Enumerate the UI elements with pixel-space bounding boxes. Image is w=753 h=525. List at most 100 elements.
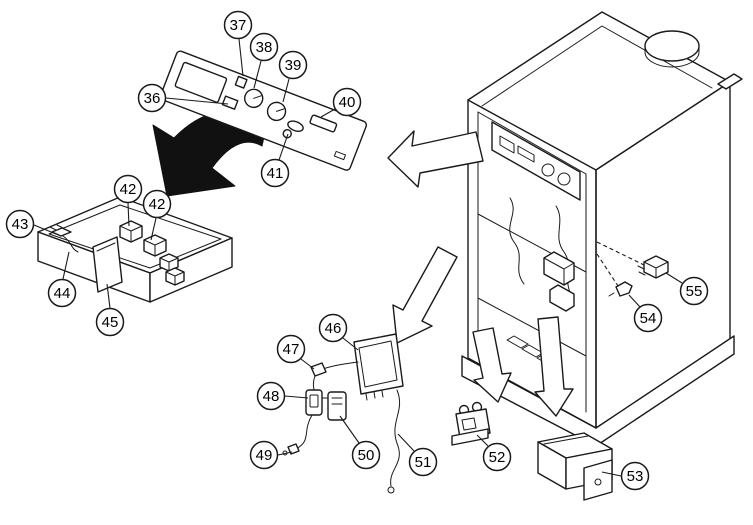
leader-40 bbox=[320, 108, 336, 118]
panel-led-41 bbox=[282, 129, 292, 139]
svg-text:38: 38 bbox=[256, 39, 273, 56]
callout-36: 36 bbox=[137, 83, 167, 113]
callout-41: 41 bbox=[260, 158, 290, 188]
knob-pointer-39 bbox=[276, 108, 285, 112]
svg-text:45: 45 bbox=[102, 314, 119, 331]
leader-46 bbox=[342, 337, 359, 351]
leader-47 bbox=[300, 358, 315, 370]
panel-knob-39 bbox=[266, 101, 287, 122]
flow-arrow-down-1 bbox=[472, 327, 512, 403]
callout-37: 37 bbox=[223, 10, 253, 40]
wire-connector-43 bbox=[49, 224, 72, 237]
leader-45 bbox=[106, 283, 111, 309]
wire-lead-44 bbox=[62, 235, 79, 253]
svg-text:47: 47 bbox=[283, 341, 300, 358]
svg-text:40: 40 bbox=[339, 94, 356, 111]
svg-text:55: 55 bbox=[686, 283, 703, 300]
box-right-wall bbox=[149, 237, 233, 303]
leader-41 bbox=[278, 133, 289, 161]
part-55-connector bbox=[637, 255, 669, 279]
part-47-wire-connector bbox=[310, 361, 359, 377]
panel-body bbox=[159, 50, 368, 171]
callout-43: 43 bbox=[5, 209, 35, 239]
panel-end-tab bbox=[333, 150, 346, 161]
callout-44: 44 bbox=[47, 278, 77, 308]
exhaust-collar bbox=[644, 30, 700, 62]
panel-display bbox=[174, 61, 228, 103]
flow-arrow-down-left bbox=[392, 246, 458, 344]
leader-48 bbox=[284, 395, 309, 399]
leader-42a bbox=[127, 202, 130, 227]
callout-45: 45 bbox=[95, 307, 125, 337]
top-corner-tab bbox=[717, 73, 743, 90]
flow-arrow-down-2 bbox=[534, 316, 574, 417]
part-50-switch bbox=[321, 391, 347, 421]
svg-text:42: 42 bbox=[120, 181, 137, 198]
callout-47: 47 bbox=[276, 334, 306, 364]
callout-55: 55 bbox=[679, 276, 709, 306]
leader-43 bbox=[33, 224, 57, 235]
cabinet-front-frame bbox=[467, 99, 597, 429]
svg-text:42: 42 bbox=[149, 196, 166, 213]
leader-50 bbox=[339, 415, 360, 444]
svg-text:48: 48 bbox=[263, 388, 280, 405]
callout-50: 50 bbox=[351, 440, 381, 470]
svg-text:50: 50 bbox=[358, 447, 375, 464]
relay-block-a bbox=[119, 220, 143, 243]
panel-slot-40 bbox=[309, 114, 338, 133]
part-54-clip bbox=[608, 281, 633, 297]
callout-54: 54 bbox=[633, 303, 663, 333]
panel-knob-38 bbox=[244, 88, 264, 109]
junction-box bbox=[37, 196, 233, 303]
leader-54 bbox=[628, 294, 641, 308]
callout-42b: 42 bbox=[142, 189, 172, 219]
callout-46: 46 bbox=[318, 313, 348, 343]
leader-52 bbox=[476, 434, 489, 447]
leader-38 bbox=[253, 60, 262, 89]
leader-55 bbox=[665, 272, 683, 284]
dashed-leaders bbox=[596, 241, 645, 290]
interior-components bbox=[543, 251, 575, 312]
leader-49 bbox=[277, 451, 293, 456]
callouts: 36 37 38 39 40 41 42 42 43 44 45 46 47 4… bbox=[5, 10, 709, 491]
mounting-bracket-45 bbox=[92, 236, 123, 293]
callout-39: 39 bbox=[278, 50, 308, 80]
svg-text:54: 54 bbox=[640, 310, 657, 327]
panel-oval-window bbox=[287, 120, 304, 132]
callout-42a: 42 bbox=[113, 174, 143, 204]
svg-text:53: 53 bbox=[627, 468, 644, 485]
part-52-valve bbox=[451, 401, 491, 446]
svg-text:36: 36 bbox=[144, 90, 161, 107]
leader-39 bbox=[282, 78, 290, 103]
svg-text:44: 44 bbox=[54, 285, 71, 302]
callout-49: 49 bbox=[249, 440, 279, 470]
interior-control-area bbox=[491, 121, 581, 201]
callout-52: 52 bbox=[482, 442, 512, 472]
svg-text:37: 37 bbox=[230, 17, 247, 34]
panel-button-37 bbox=[234, 75, 248, 89]
part-51-wire-harness bbox=[387, 389, 401, 494]
svg-text:39: 39 bbox=[285, 57, 302, 74]
callout-48: 48 bbox=[256, 381, 286, 411]
svg-text:41: 41 bbox=[267, 165, 284, 182]
leader-36 bbox=[165, 97, 229, 105]
part-53-component bbox=[537, 432, 613, 501]
part-48-switch bbox=[305, 375, 323, 416]
leader-37 bbox=[238, 38, 244, 77]
flow-arrow-left bbox=[387, 130, 484, 188]
svg-text:51: 51 bbox=[415, 454, 432, 471]
svg-text:52: 52 bbox=[489, 449, 506, 466]
control-panel bbox=[159, 50, 368, 171]
relay-block-d bbox=[165, 267, 185, 286]
part-49-wire-lead bbox=[282, 414, 313, 456]
leader-lines bbox=[33, 38, 683, 477]
callout-53: 53 bbox=[620, 461, 650, 491]
svg-text:43: 43 bbox=[12, 216, 29, 233]
leader-51 bbox=[397, 433, 415, 452]
leader-53 bbox=[601, 471, 622, 477]
knob-pointer-38 bbox=[253, 95, 262, 99]
svg-text:49: 49 bbox=[256, 447, 273, 464]
callout-51: 51 bbox=[408, 447, 438, 477]
